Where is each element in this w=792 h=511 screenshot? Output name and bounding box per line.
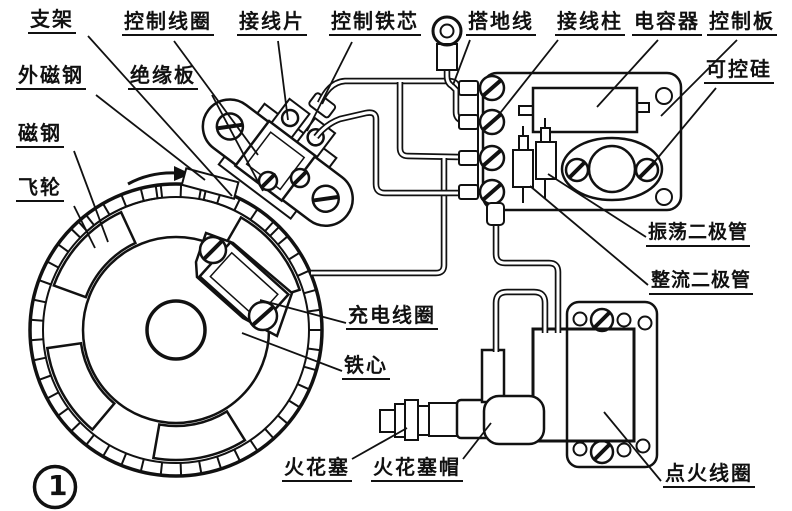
bracket-assembly <box>201 92 354 227</box>
magnet-wedge <box>52 210 138 299</box>
wire-elbow-fitting <box>486 202 505 226</box>
figure-number-circle <box>32 464 78 510</box>
label-oscillation-diode: 振荡二极管 <box>646 221 751 247</box>
leader-spark-plug <box>351 427 408 460</box>
thyristor-part <box>560 136 664 202</box>
leader-magnet <box>73 150 109 243</box>
leader-bracket <box>87 35 233 197</box>
mounting-hole <box>655 188 673 206</box>
post-ferrule <box>458 80 479 96</box>
mounting-hole <box>637 315 653 331</box>
label-rectifier-diode: 整流二极管 <box>649 269 754 295</box>
mounting-hole <box>572 311 588 327</box>
post-ferrule <box>458 150 479 166</box>
magnet-wedge <box>151 409 247 462</box>
label-thyristor: 可控硅 <box>704 58 774 84</box>
label-bracket: 支架 <box>28 8 76 34</box>
label-magnet: 磁钢 <box>16 122 64 148</box>
label-terminal-tab: 接线片 <box>237 10 307 36</box>
cap-elbow <box>482 394 546 446</box>
leader-oscillation-diode <box>547 173 647 238</box>
label-spark-plug-cap: 火花塞帽 <box>371 456 463 482</box>
post-ferrule <box>458 184 479 200</box>
shaft-hole <box>145 299 207 361</box>
ring-terminal-eye <box>431 15 463 47</box>
leader-iron-core <box>241 332 343 372</box>
label-control-board: 控制板 <box>707 10 777 36</box>
leader-thyristor <box>650 87 717 167</box>
mounting-hole <box>616 442 632 458</box>
label-spark-plug: 火花塞 <box>282 456 352 482</box>
flywheel-outer-rim <box>28 182 324 478</box>
ignition-coil-body <box>531 327 636 443</box>
leader-ignition-coil <box>603 411 662 482</box>
label-control-coil: 控制线圈 <box>122 10 214 36</box>
oscillation-diode-part <box>535 118 557 199</box>
charging-coil-assembly <box>194 231 294 338</box>
mounting-hole <box>635 438 651 454</box>
leader-terminal-tab <box>277 40 289 121</box>
flywheel-rim-inner-edge <box>42 196 310 464</box>
label-insulation-board: 绝缘板 <box>128 64 198 90</box>
label-capacitor: 电容器 <box>632 10 702 36</box>
spark-plug-hex <box>404 399 419 441</box>
leader-control-board <box>660 39 738 117</box>
mounting-hole <box>655 87 673 105</box>
ignition-coil-part <box>531 300 659 469</box>
label-ground-wire: 搭地线 <box>466 10 536 36</box>
terminal-posts <box>458 74 506 226</box>
leader-control-iron-core <box>306 41 353 132</box>
rotation-arrow-icon <box>127 166 191 186</box>
mounting-hole <box>616 312 632 328</box>
spark-plug-cap-part <box>480 348 546 446</box>
leader-outer-magnet <box>95 94 206 181</box>
label-ignition-coil: 点火线圈 <box>663 462 755 488</box>
label-flywheel: 飞轮 <box>16 176 64 202</box>
leader-insulation-board <box>211 94 264 192</box>
screw-icon <box>280 108 300 128</box>
leader-spark-plug-cap <box>462 422 492 460</box>
leader-control-coil <box>173 40 259 156</box>
label-charging-coil: 充电线圈 <box>346 304 438 330</box>
spark-plug-tip <box>379 409 396 433</box>
flywheel <box>28 166 324 478</box>
label-outer-magnet: 外磁钢 <box>16 64 86 90</box>
leader-capacitor <box>596 39 659 108</box>
flywheel-rim-bricks <box>30 184 322 476</box>
post-ferrule <box>458 114 479 130</box>
control-board-part <box>481 71 683 212</box>
leader-lines <box>73 35 738 482</box>
leader-ground-wire <box>452 39 471 86</box>
ground-ring-terminal <box>431 15 463 71</box>
label-control-iron-core: 控制铁芯 <box>329 10 421 36</box>
ring-terminal-ferrule <box>436 43 458 71</box>
label-terminal-post: 接线柱 <box>555 10 625 36</box>
leader-charging-coil <box>259 299 347 324</box>
spark-plug-part <box>379 398 493 441</box>
leader-rectifier-diode <box>529 185 649 286</box>
leader-flywheel <box>73 205 96 249</box>
magnet-wedge <box>45 341 117 432</box>
leader-terminal-post <box>496 39 559 118</box>
capacitor-part <box>518 86 650 134</box>
rectifier-diode-part <box>512 126 534 203</box>
cap-stem <box>480 348 506 404</box>
figure-number: 1 <box>48 469 68 502</box>
label-iron-core: 铁心 <box>342 354 390 380</box>
spark-plug-body <box>428 402 458 437</box>
